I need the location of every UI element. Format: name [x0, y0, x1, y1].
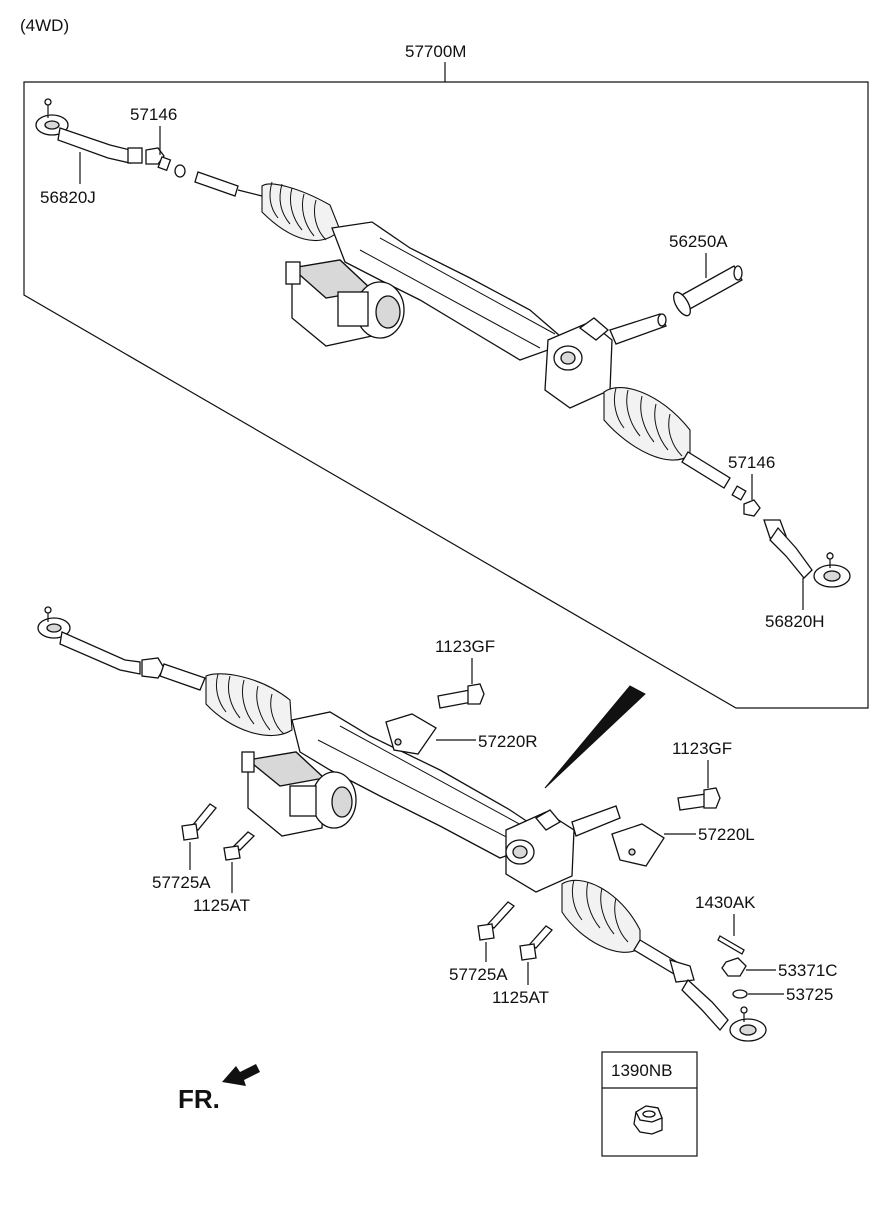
bolt-1123gf-top	[437, 683, 485, 709]
front-direction-label: FR.	[178, 1084, 220, 1114]
mount-bolt-57725a-right	[477, 901, 515, 941]
label-tie-rod-end-right: 56820H	[765, 612, 825, 631]
label-mount-bolt-right: 57725A	[449, 965, 508, 984]
assembly-boundary	[23, 81, 869, 709]
label-bolt-top: 1123GF	[435, 637, 495, 656]
bracket-57220l	[611, 823, 665, 867]
split-pin	[717, 935, 745, 955]
mount-bolt-1125at-right	[519, 925, 553, 961]
bracket-57220r	[385, 713, 437, 755]
tie-rod-end-right-lower	[681, 978, 767, 1042]
label-locknut-right: 57146	[728, 453, 775, 472]
boot-right-upper	[603, 387, 691, 461]
tie-rod-end-left-lower	[37, 606, 206, 691]
lower-gear-assembly	[37, 606, 767, 1042]
label-split-pin: 1430AK	[695, 893, 756, 912]
inset-part-number: 1390NB	[611, 1061, 672, 1080]
hex-nut-icon	[633, 1105, 663, 1135]
bolt-1123gf-right	[677, 787, 721, 811]
upper-gear-assembly	[35, 98, 851, 588]
boot-left-upper	[261, 181, 341, 241]
ecu-motor-lower	[241, 751, 357, 837]
variant-label: (4WD)	[20, 16, 69, 35]
washer	[732, 989, 748, 999]
label-mount-bolt2-right: 1125AT	[492, 988, 549, 1007]
label-washer: 53725	[786, 985, 833, 1004]
label-bolt-right: 1123GF	[672, 739, 732, 758]
inset-box-1390nb: 1390NB	[601, 1051, 698, 1157]
mount-bolt-57725a-left	[181, 803, 217, 841]
ecu-motor-upper	[285, 259, 405, 347]
label-locknut-top-left: 57146	[130, 105, 177, 124]
pinion-housing-lower	[505, 805, 621, 893]
boot-clamp-56250a	[673, 265, 743, 317]
label-castle-nut: 53371C	[778, 961, 838, 980]
label-mount-bolt2-left: 1125AT	[193, 896, 250, 915]
label-bracket-l: 57220L	[698, 825, 755, 844]
castle-nut	[721, 957, 747, 977]
boot-left-lower	[205, 673, 293, 737]
tie-rod-end-left	[35, 98, 165, 165]
label-boot-clamp: 56250A	[669, 232, 728, 251]
assembly-part-number: 57700M	[405, 42, 466, 61]
boot-right-lower	[561, 879, 641, 953]
label-bracket-r: 57220R	[478, 732, 538, 751]
front-arrow-icon	[222, 1064, 260, 1086]
pinion-housing-upper	[544, 313, 667, 409]
direction-wedge	[544, 685, 646, 789]
label-mount-bolt-left: 57725A	[152, 873, 211, 892]
tie-rod-end-right	[763, 519, 851, 588]
mount-bolt-1125at-left	[223, 831, 256, 861]
label-tie-rod-end-left: 56820J	[40, 188, 96, 207]
